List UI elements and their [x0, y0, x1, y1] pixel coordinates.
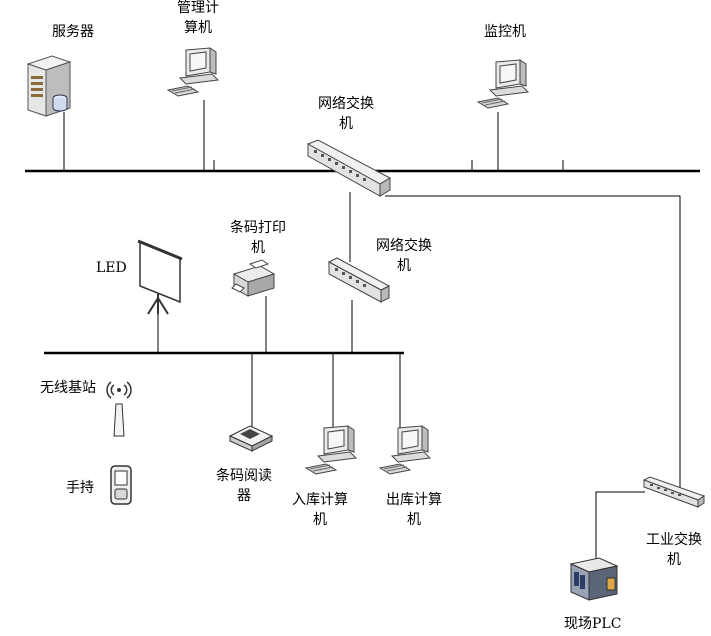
server-label: 服务器 [52, 24, 94, 40]
led-label: LED [96, 260, 127, 276]
main-switch-label-line1: 网络交换 [318, 96, 374, 112]
barcode-printer-label: 条码打印 机 [220, 218, 296, 258]
handheld-label: 手持 [66, 480, 94, 496]
barcode-printer-icon [231, 259, 276, 297]
sub-switch-label-line1: 网络交换 [376, 238, 432, 254]
industrial-switch-label-line1: 工业交换 [646, 532, 702, 548]
desktop-computer-icon [166, 47, 220, 97]
barcode-printer-label-line1: 条码打印 [230, 220, 286, 236]
network-switch-icon [642, 476, 706, 508]
desktop-computer-icon [476, 59, 530, 109]
mgmt-label-line2: 算机 [184, 20, 212, 36]
led-projection-screen-icon [137, 239, 183, 315]
mgmt-label-line1: 管理计 [177, 0, 219, 16]
outbound-label-line1: 出库计算 [386, 492, 442, 508]
inbound-label-line1: 入库计算 [292, 492, 348, 508]
inbound-computer-label: 入库计算 机 [282, 490, 358, 530]
desktop-computer-icon [378, 425, 432, 475]
sub-switch-label: 网络交换 机 [366, 236, 442, 276]
network-switch-icon [327, 257, 391, 303]
barcode-reader-label-line2: 器 [237, 488, 251, 504]
wireless-antenna-icon [106, 381, 132, 437]
outbound-label-line2: 机 [407, 512, 421, 528]
barcode-scanner-icon [228, 425, 274, 452]
monitor-computer-label: 监控机 [484, 24, 526, 40]
handheld-terminal-icon [110, 465, 132, 505]
wireless-ap-label: 无线基站 [40, 380, 96, 396]
network-switch-icon [306, 139, 392, 197]
industrial-switch-label: 工业交换 机 [638, 530, 710, 570]
barcode-reader-label: 条码阅读 器 [206, 466, 282, 506]
inbound-label-line2: 机 [313, 512, 327, 528]
main-switch-label-line2: 机 [339, 116, 353, 132]
industrial-switch-label-line2: 机 [667, 552, 681, 568]
plc-rack-icon [569, 557, 619, 601]
outbound-computer-label: 出库计算 机 [376, 490, 452, 530]
barcode-reader-label-line1: 条码阅读 [216, 468, 272, 484]
mgmt-computer-label: 管理计 算机 [170, 0, 226, 38]
server-tower-icon [26, 55, 72, 117]
main-to-industrial-line [385, 195, 681, 492]
plc-label: 现场PLC [564, 616, 622, 632]
industrial-to-plc-line [595, 491, 645, 562]
sub-switch-label-line2: 机 [397, 258, 411, 274]
main-switch-label: 网络交换 机 [308, 94, 384, 134]
barcode-printer-label-line2: 机 [251, 240, 265, 256]
desktop-computer-icon [304, 425, 358, 475]
